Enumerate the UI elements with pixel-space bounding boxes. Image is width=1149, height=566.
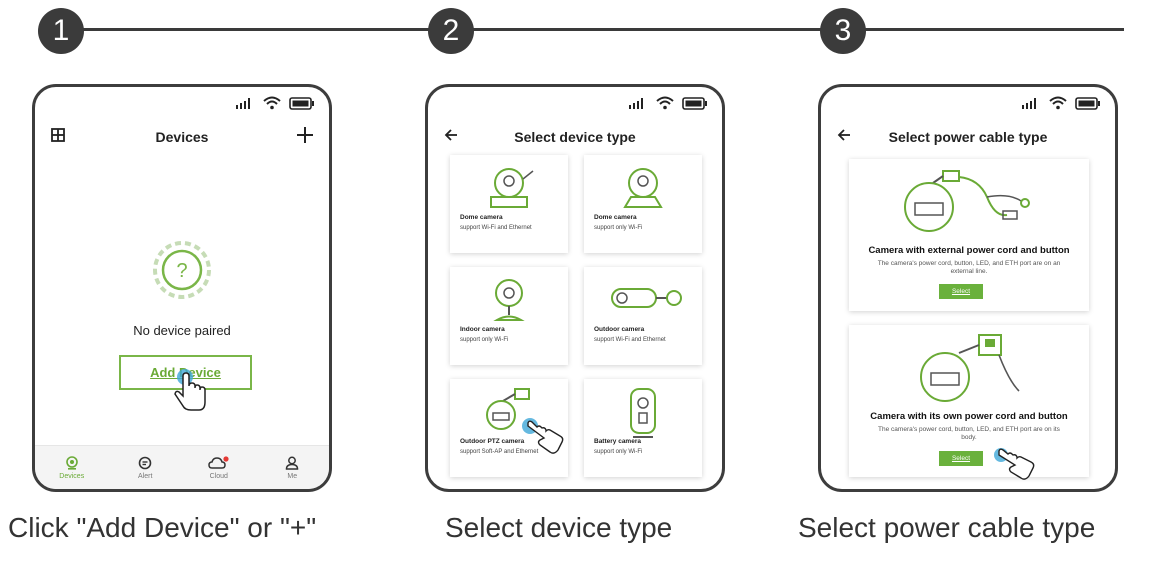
cloud-tab-icon bbox=[207, 455, 229, 469]
select-button[interactable]: Select bbox=[939, 451, 983, 466]
device-card-indoor[interactable]: Indoor camera support only Wi-Fi bbox=[450, 267, 568, 365]
camera-tab-icon bbox=[65, 455, 78, 470]
card-title: Outdoor camera bbox=[594, 326, 645, 333]
phone-screen-devices: Devices ? No device paired Add Device De… bbox=[32, 84, 332, 492]
alert-tab-icon bbox=[138, 456, 152, 469]
battery-camera-icon bbox=[630, 388, 656, 438]
step-connector-line bbox=[40, 28, 1124, 31]
cable-option-external[interactable]: Camera with external power cord and butt… bbox=[849, 159, 1089, 311]
card-subtitle: support Wi-Fi and Ethernet bbox=[460, 225, 532, 231]
cable-option-title: Camera with its own power cord and butto… bbox=[870, 411, 1068, 422]
battery-icon bbox=[289, 96, 314, 110]
ptz-external-cable-icon bbox=[904, 170, 1030, 232]
signal-icon bbox=[629, 98, 643, 109]
question-icon: ? bbox=[153, 241, 211, 299]
tab-label: Alert bbox=[138, 472, 153, 480]
phone-screen-device-type: Select device type Dome camera support W… bbox=[425, 84, 725, 492]
battery-icon bbox=[1075, 96, 1100, 110]
step-2-badge: 2 bbox=[428, 8, 474, 54]
svg-text:?: ? bbox=[176, 260, 187, 282]
signal-icon bbox=[236, 98, 250, 109]
tab-cloud[interactable]: Cloud bbox=[189, 455, 249, 480]
device-card-outdoor-ptz[interactable]: Outdoor PTZ camera support Soft-AP and E… bbox=[450, 379, 568, 477]
card-title: Dome camera bbox=[460, 214, 503, 221]
tab-devices[interactable]: Devices bbox=[42, 455, 102, 480]
card-subtitle: support only Wi-Fi bbox=[594, 449, 643, 455]
tab-label: Me bbox=[287, 472, 298, 480]
card-title: Dome camera bbox=[594, 214, 637, 221]
cable-option-description: The camera's power cord, button, LED, an… bbox=[877, 260, 1061, 275]
step-1-badge: 1 bbox=[38, 8, 84, 54]
app-bar: Devices bbox=[35, 125, 329, 149]
select-button[interactable]: Select bbox=[939, 284, 983, 299]
page-title: Select power cable type bbox=[888, 129, 1048, 145]
card-title: Battery camera bbox=[594, 438, 641, 445]
ptz-builtin-cable-icon bbox=[920, 334, 1020, 402]
step-3-caption: Select power cable type bbox=[798, 512, 1096, 543]
card-subtitle: support Soft-AP and Ethernet bbox=[460, 449, 539, 455]
device-card-dome-wifi[interactable]: Dome camera support only Wi-Fi bbox=[584, 155, 702, 253]
cable-option-builtin[interactable]: Camera with its own power cord and butto… bbox=[849, 325, 1089, 477]
wifi-icon bbox=[1049, 96, 1067, 110]
card-subtitle: support Wi-Fi and Ethernet bbox=[594, 337, 666, 343]
back-arrow-icon[interactable] bbox=[837, 128, 851, 142]
card-subtitle: support only Wi-Fi bbox=[594, 225, 643, 231]
cable-option-description: The camera's power cord, button, LED, an… bbox=[878, 426, 1060, 441]
tab-label: Cloud bbox=[209, 472, 228, 480]
card-subtitle: support only Wi-Fi bbox=[460, 337, 509, 343]
empty-state-text: No device paired bbox=[133, 323, 231, 338]
device-card-outdoor[interactable]: Outdoor camera support Wi-Fi and Etherne… bbox=[584, 267, 702, 365]
page-title: Select device type bbox=[514, 129, 636, 145]
empty-state-illustration: ? bbox=[35, 239, 329, 301]
device-type-grid: Dome camera support Wi-Fi and Ethernet D… bbox=[450, 155, 705, 477]
hand-cursor-icon bbox=[174, 369, 206, 411]
bottom-tab-bar: Devices Alert Cloud Me bbox=[35, 445, 329, 489]
wifi-icon bbox=[656, 96, 674, 110]
ptz-camera-icon bbox=[486, 388, 530, 430]
page-title: Devices bbox=[155, 129, 209, 145]
dome-camera-icon bbox=[490, 168, 534, 208]
cable-option-title: Camera with external power cord and butt… bbox=[868, 245, 1070, 256]
status-bar bbox=[235, 96, 315, 110]
device-card-dome-wifi-ethernet[interactable]: Dome camera support Wi-Fi and Ethernet bbox=[450, 155, 568, 253]
step-3-badge: 3 bbox=[820, 8, 866, 54]
phone-screen-power-cable: Select power cable type Camera with exte… bbox=[818, 84, 1118, 492]
plus-icon[interactable] bbox=[295, 125, 315, 145]
indoor-camera-icon bbox=[493, 279, 525, 321]
hand-cursor-icon bbox=[522, 418, 564, 454]
back-arrow-icon[interactable] bbox=[444, 128, 458, 142]
grid-icon[interactable] bbox=[51, 128, 65, 142]
outdoor-camera-icon bbox=[611, 288, 682, 308]
device-card-battery[interactable]: Battery camera support only Wi-Fi bbox=[584, 379, 702, 477]
signal-icon bbox=[1022, 98, 1036, 109]
battery-icon bbox=[682, 96, 707, 110]
tab-me[interactable]: Me bbox=[262, 456, 322, 480]
step-1-caption: Click "Add Device" or "+" bbox=[8, 512, 317, 543]
status-bar bbox=[628, 96, 708, 110]
app-bar: Select device type bbox=[428, 125, 722, 149]
status-bar bbox=[1021, 96, 1101, 110]
card-title: Indoor camera bbox=[460, 326, 505, 333]
tab-alert[interactable]: Alert bbox=[115, 456, 175, 480]
user-tab-icon bbox=[285, 456, 299, 470]
step-2-caption: Select device type bbox=[445, 512, 673, 543]
tab-label: Devices bbox=[59, 472, 85, 480]
dome-camera-icon bbox=[623, 168, 663, 208]
wifi-icon bbox=[263, 96, 281, 110]
card-title: Outdoor PTZ camera bbox=[460, 438, 525, 445]
app-bar: Select power cable type bbox=[821, 125, 1115, 149]
hand-cursor-icon bbox=[994, 448, 1035, 480]
